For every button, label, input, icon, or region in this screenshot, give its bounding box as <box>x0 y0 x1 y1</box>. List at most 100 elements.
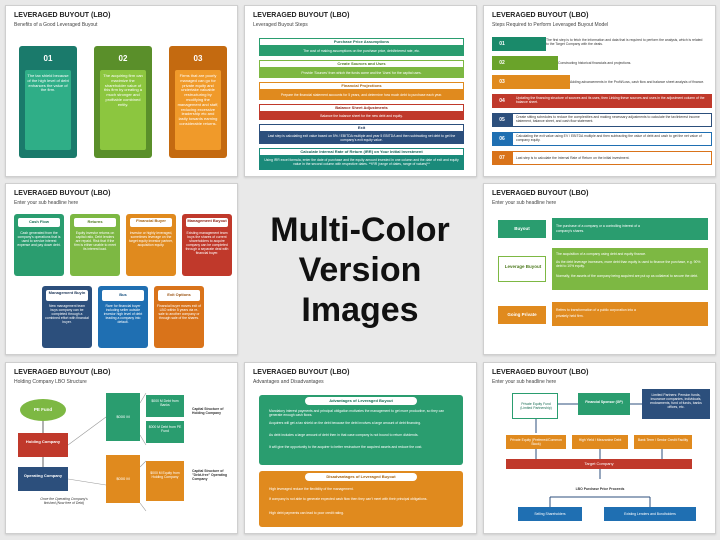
row-07-text: Last step is to calculate the Internal R… <box>516 156 630 160</box>
holding-stack: $000 M <box>106 393 140 441</box>
equity-holding-box: $000 M Equity from Holding Company <box>146 461 184 501</box>
src-mezz: High Yield / Mezzanine Debt <box>572 435 628 449</box>
pe-fund-ellipse: PE Fund <box>20 399 66 421</box>
row-01-num: 01 <box>492 37 512 51</box>
card-text: The tax shield because of the high level… <box>27 74 69 93</box>
concept-text: Existing management team buys the shares… <box>185 231 229 256</box>
def-line: privately held firm. <box>556 314 584 318</box>
connector-lines <box>42 392 147 512</box>
concept-head-bg <box>46 290 88 301</box>
def-buyout-body <box>552 218 708 240</box>
step-4-body: Balance the balance sheet for the new de… <box>259 112 464 120</box>
step-4-head: Balance Sheet Adjustments <box>259 104 464 112</box>
cap-operating: Capital Structure of "Debt-free" Operati… <box>192 469 228 482</box>
slide-title: LEVERAGED BUYOUT (LBO) <box>14 369 111 376</box>
cap-holding: Capital Structure of Holding Company <box>192 407 224 416</box>
concept-text: Cash generated from the company's operat… <box>17 231 61 248</box>
hero-line-2: Version Images <box>298 250 422 329</box>
thumb-lbo-model-steps[interactable]: LEVERAGED BUYOUT (LBO) Steps Required to… <box>483 5 716 177</box>
sponsor-box: Financial Sponsor (GP) <box>578 393 630 415</box>
dis-head-bg <box>305 473 417 481</box>
def-leverage-label: Leverage Buyout <box>498 256 546 282</box>
concept-text: Equity investor returns on capital ratio… <box>74 231 116 252</box>
concept-text: Financial buyer moves exit of LBO within… <box>157 304 201 321</box>
slide-title: LEVERAGED BUYOUT (LBO) <box>14 190 111 197</box>
debt-banks-box: $000 M Debt from Banks <box>146 395 184 417</box>
def-line: The acquisition of a company using debt … <box>556 252 647 256</box>
card-num: 01 <box>43 54 53 63</box>
thumb-holding-structure[interactable]: LEVERAGED BUYOUT (LBO) Holding Company L… <box>5 362 238 534</box>
slide-title: LEVERAGED BUYOUT (LBO) <box>14 12 111 19</box>
src-senior: Bank Term / Senior Credit Facility <box>634 435 692 449</box>
operating-stack: $000 M <box>106 455 140 503</box>
def-line: Refers to transformation of a public cor… <box>556 308 636 312</box>
thumb-definitions[interactable]: LEVERAGED BUYOUT (LBO) Enter your sub he… <box>483 183 716 355</box>
lp-box: Limited Partners: Pension funds, insuran… <box>642 389 710 419</box>
concept-head: Management Buyout <box>187 219 227 223</box>
def-private-label: Going Private <box>498 306 546 324</box>
slide-title: LEVERAGED BUYOUT (LBO) <box>253 369 350 376</box>
proceeds-label: LBO Purchase Price Proceeds <box>575 487 625 491</box>
step-1-body: The cost of making assumptions on the pu… <box>259 46 464 56</box>
card-num: 02 <box>118 54 128 63</box>
card-01: 01 The tax shield because of the high le… <box>19 46 77 158</box>
row-05-text: Create sitting schedules to reduce the c… <box>516 115 700 124</box>
adv-panel <box>259 395 463 465</box>
dis-item: High leveraged reduce the flexibility of… <box>269 487 354 491</box>
hero-line-1: Multi-Color <box>270 210 450 249</box>
dis-head: Disadvantages of Leveraged Buyout <box>326 475 396 479</box>
step-2-body: Provide 'Sources' from which the funds c… <box>259 68 464 78</box>
concept-head-bg <box>158 290 200 301</box>
step-1-head: Purchase Price Assumptions <box>259 38 464 46</box>
slide-title: LEVERAGED BUYOUT (LBO) <box>492 12 589 19</box>
concept-text: New management team buys company can be … <box>45 304 89 325</box>
slide-title: LEVERAGED BUYOUT (LBO) <box>253 12 350 19</box>
card-body <box>175 70 221 150</box>
slide-subtitle: Advantages and Disadvantages <box>253 379 324 385</box>
slide-subtitle: Benefits of a Good Leveraged Buyout <box>14 22 98 28</box>
slide-subtitle: Holding Company LBO Structure <box>14 379 87 385</box>
step-5-head: Exit <box>259 124 464 132</box>
row-05-num: 05 <box>492 113 512 127</box>
row-04-num: 04 <box>492 94 512 108</box>
def-line: The purchase of a company or a controlli… <box>556 224 640 228</box>
slide-title: LEVERAGED BUYOUT (LBO) <box>492 369 589 376</box>
row-02-bar <box>512 56 558 70</box>
def-line: As the debt leverage increases, more deb… <box>556 260 701 269</box>
row-06-bar <box>512 132 712 146</box>
def-private-body <box>552 302 708 326</box>
card-text: The acquiring firm can maximize the shar… <box>103 74 143 107</box>
out-lenders: Existing Lenders and Bondholders <box>604 507 696 521</box>
row-04-bar <box>512 94 712 108</box>
card-02: 02 The acquiring firm can maximize the s… <box>94 46 152 158</box>
card-body <box>100 70 146 150</box>
def-buyout-label: Buyout <box>498 220 546 238</box>
card-body <box>25 70 71 150</box>
pe-fund-box: Private Equity Fund (Limited Partnership… <box>512 393 558 419</box>
adv-head: Advantages of Leveraged Buyout <box>329 399 393 403</box>
slide-title: LEVERAGED BUYOUT (LBO) <box>492 190 589 197</box>
concept-head-bg <box>18 218 60 227</box>
dis-item: If company is not able to generate expec… <box>269 497 428 501</box>
row-06-text: Calculating the exit value using EV / EB… <box>516 134 702 143</box>
thumb-advantages[interactable]: LEVERAGED BUYOUT (LBO) Advantages and Di… <box>244 362 477 534</box>
thumb-benefits[interactable]: LEVERAGED BUYOUT (LBO) Benefits of a Goo… <box>5 5 238 177</box>
concept-head: Financial Buyer <box>136 219 166 223</box>
row-01-text: The first step is to fetch the informati… <box>546 38 703 47</box>
thumb-lbo-flow[interactable]: LEVERAGED BUYOUT (LBO) Enter your sub he… <box>483 362 716 534</box>
adv-head-bg <box>305 397 417 405</box>
concept-head-bg <box>102 290 144 301</box>
card-03: 03 Firms that are poorly managed can go … <box>169 46 227 158</box>
row-03-bar <box>512 75 570 89</box>
slide-subtitle: Enter your sub headline here <box>492 200 557 206</box>
target-company: Target Company <box>506 459 692 469</box>
row-05-bar <box>512 113 712 127</box>
debt-pe-box: $000 M Debt from PE Fund <box>146 421 184 443</box>
concept-head: Cash Flow <box>28 220 49 224</box>
concept-head-bg <box>74 218 116 227</box>
thumb-lbo-steps[interactable]: LEVERAGED BUYOUT (LBO) Leveraged Buyout … <box>244 5 477 177</box>
slide-subtitle: Enter your sub headline here <box>492 379 557 385</box>
thumb-lbo-concepts[interactable]: LEVERAGED BUYOUT (LBO) Enter your sub he… <box>5 183 238 355</box>
step-5-body: Last step is calculating exit value base… <box>259 132 464 144</box>
concept-head-bg <box>186 218 228 227</box>
